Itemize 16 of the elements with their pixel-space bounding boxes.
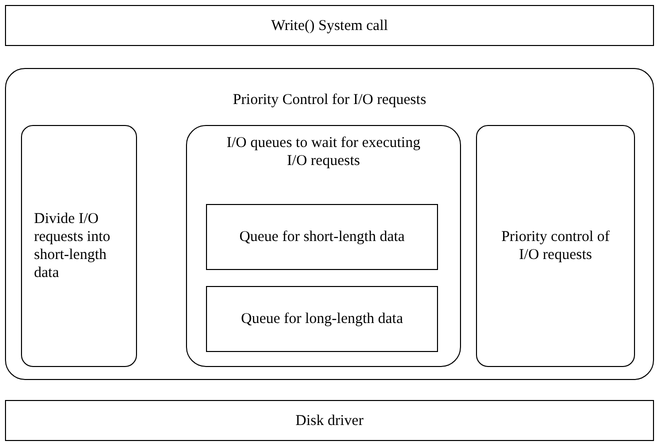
node-label: Divide I/O requests into short-length data	[34, 210, 112, 282]
group-panel	[186, 125, 461, 367]
node-label: Write() System call	[271, 16, 388, 34]
node-label: Priority control of I/O requests	[500, 228, 611, 264]
group-panel	[5, 68, 654, 380]
node-label: Priority Control for I/O requests	[232, 91, 426, 109]
node-label: Queue for long-length data	[240, 310, 404, 328]
process-box	[21, 125, 137, 367]
process-box	[5, 400, 654, 441]
node-label: Disk driver	[296, 412, 364, 430]
queue-box	[206, 204, 438, 270]
process-box	[476, 125, 635, 367]
node-label: I/O queues to wait for executing I/O requests	[226, 134, 422, 170]
process-box	[5, 5, 654, 46]
node-label: Queue for short-length data	[238, 228, 406, 246]
queue-box	[206, 286, 438, 352]
